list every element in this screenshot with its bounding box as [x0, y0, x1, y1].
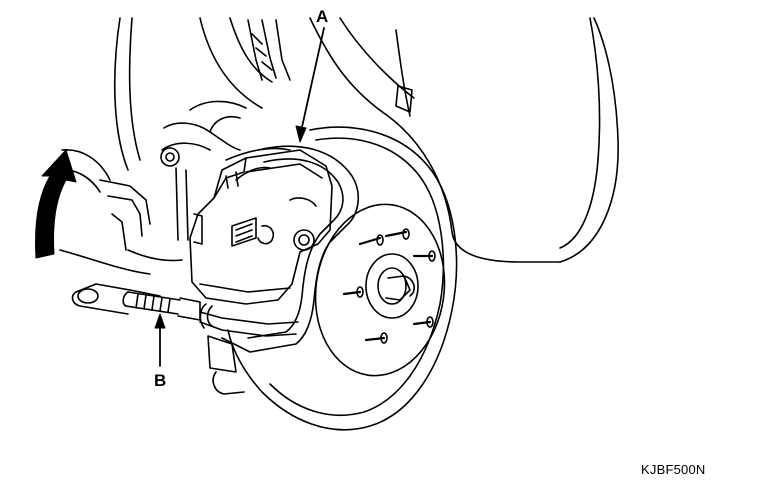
fender-outline: [113, 17, 619, 263]
curved-rotation-arrow-icon: [35, 149, 77, 259]
leader-arrow-icon: [154, 313, 166, 367]
brake-caliper: [189, 149, 333, 305]
guide-bolt: [122, 291, 201, 321]
figure-code: KJBF500N: [641, 462, 706, 477]
brake-rotor: [227, 126, 458, 431]
lower-control-arm: [57, 149, 183, 315]
callout-label-b: B: [154, 371, 167, 390]
steering-knuckle: [160, 100, 291, 241]
callout-label-a: A: [316, 7, 329, 26]
caliper-bracket: [199, 145, 359, 395]
leader-arrow-icon: [295, 27, 325, 143]
